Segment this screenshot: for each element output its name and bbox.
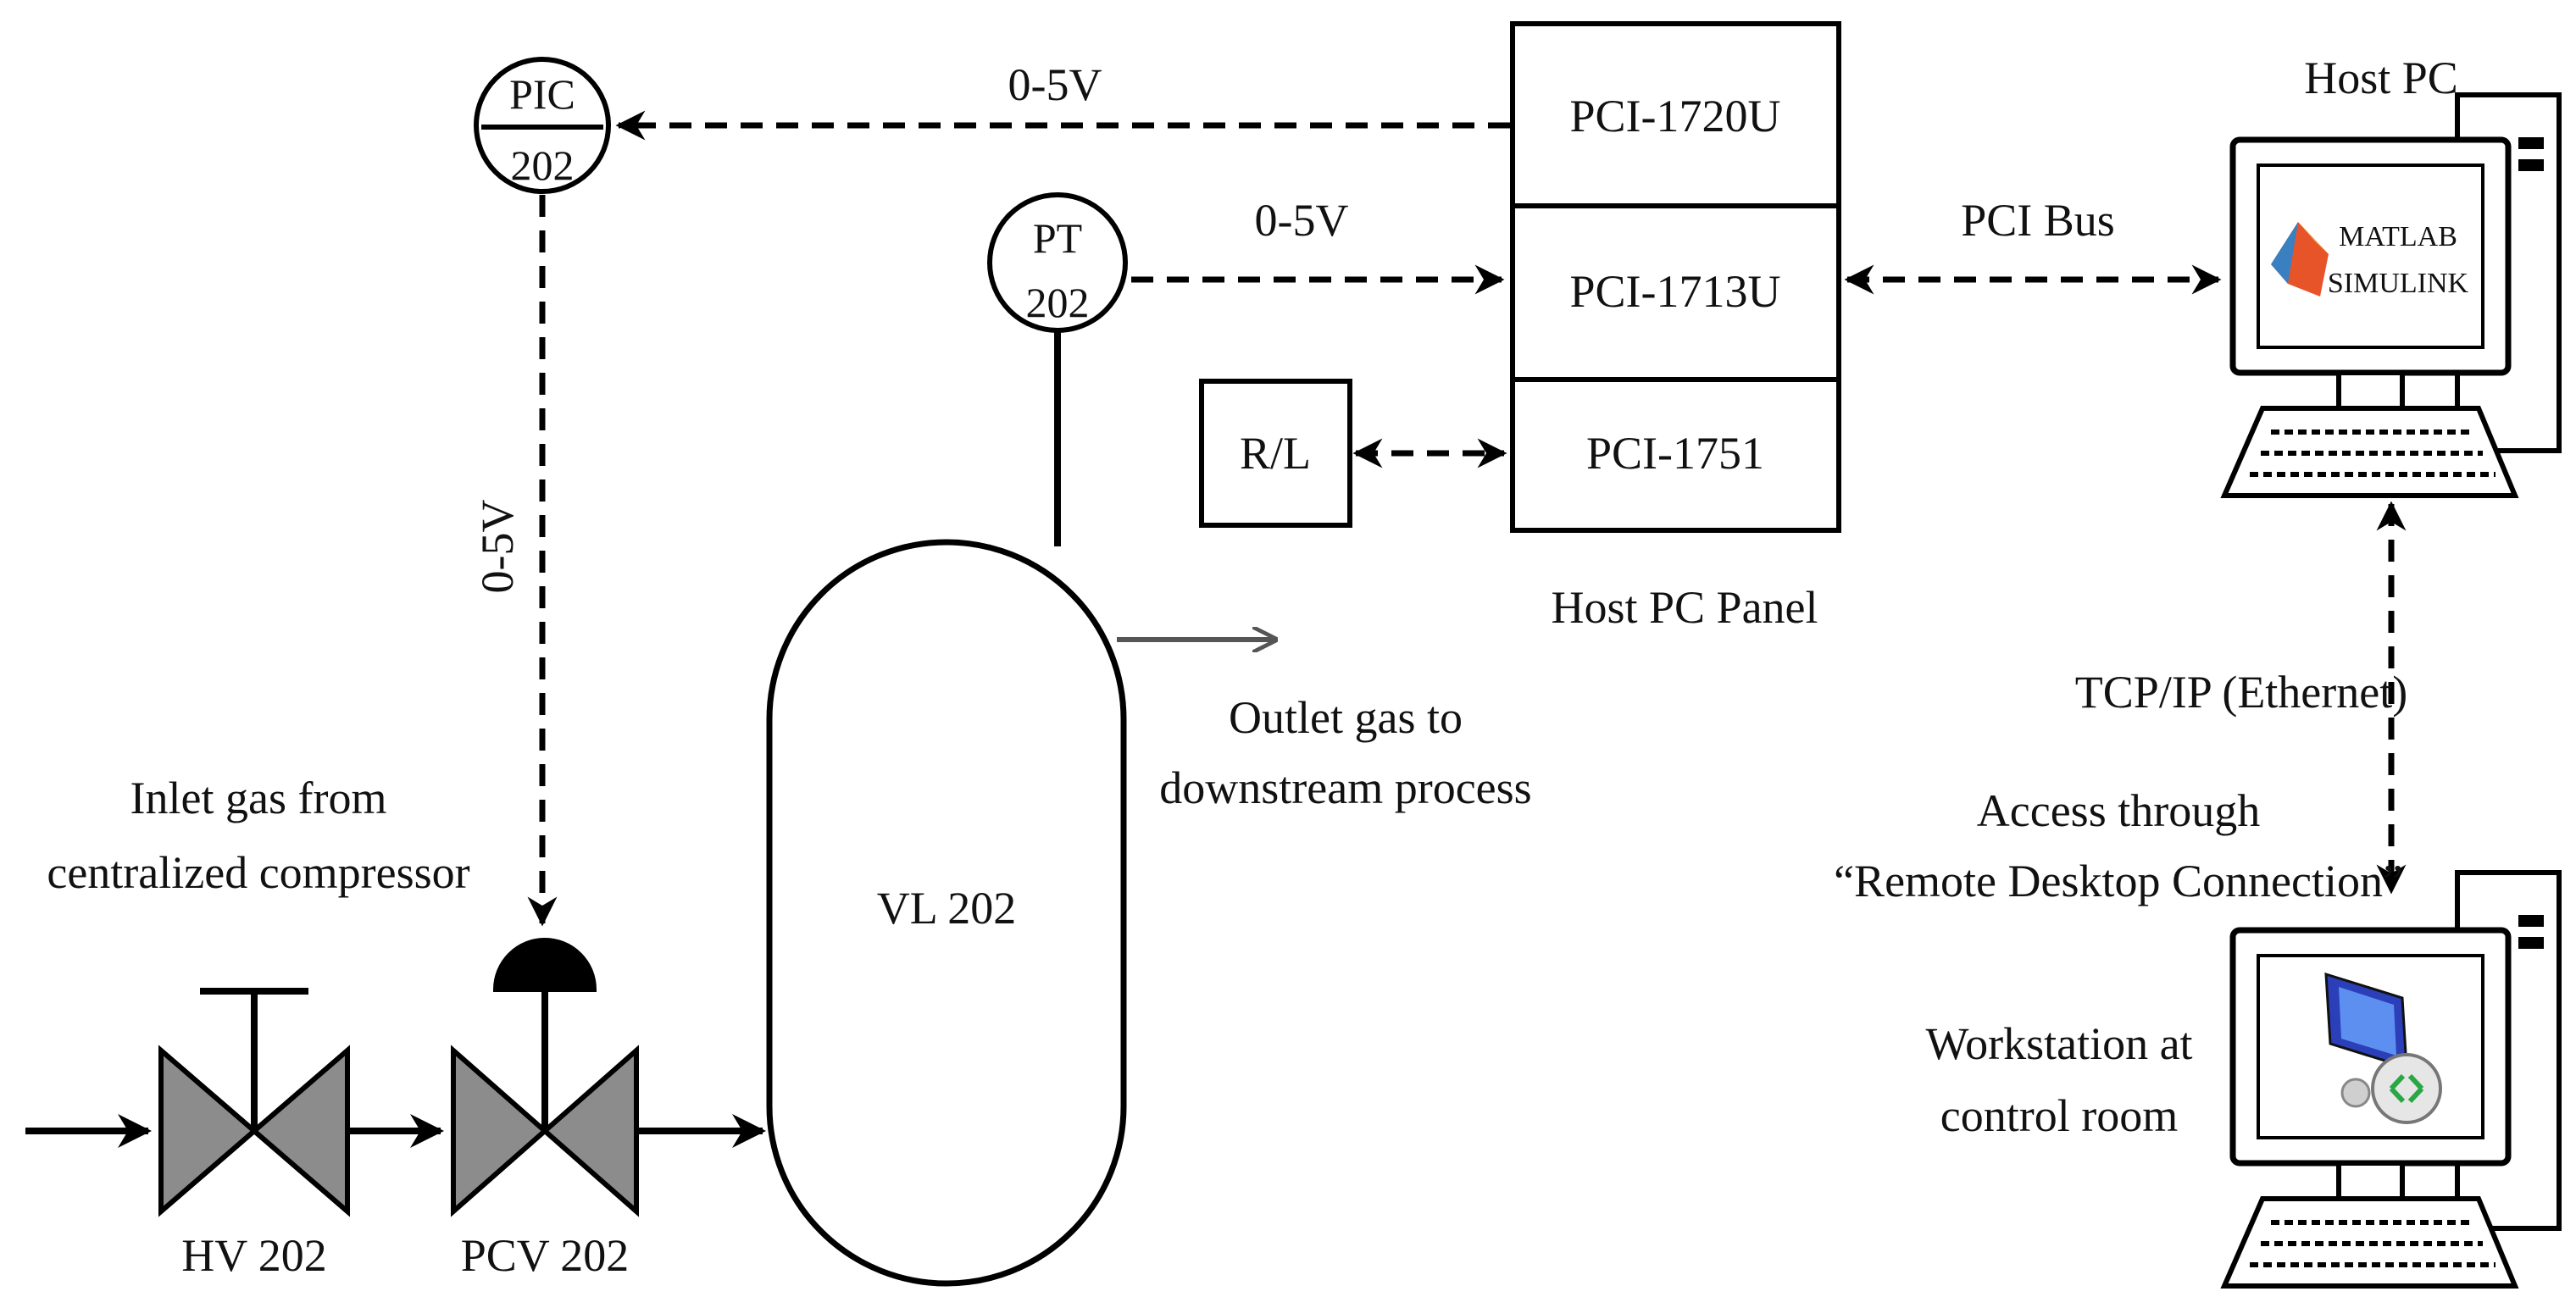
pic-number: 202: [511, 141, 575, 189]
pci-1751-card[interactable]: [1510, 377, 1841, 533]
pci-1751-label: PCI-1751: [1586, 428, 1764, 479]
pic-signal-voltage: 0-5V: [1008, 59, 1102, 110]
outlet-label-line1: Outlet gas to: [1229, 692, 1463, 743]
pci-1720u-card[interactable]: [1510, 21, 1841, 208]
hv-202-label: HV 202: [181, 1230, 327, 1281]
pt-tag: PT: [1033, 214, 1082, 262]
relay-box[interactable]: [1199, 379, 1352, 528]
pci-1713u-card[interactable]: [1510, 203, 1841, 382]
remote-access-line2: “Remote Desktop Connection”: [1834, 856, 2403, 906]
pt-number: 202: [1026, 279, 1090, 326]
inlet-label-line2: centralized compressor: [47, 847, 469, 898]
vessel-label: VL 202: [877, 883, 1016, 934]
outlet-label-line2: downstream process: [1159, 762, 1531, 813]
workstation-label-line1: Workstation at: [1925, 1018, 2192, 1069]
relay-label: R/L: [1240, 428, 1311, 479]
pci-1713u-label: PCI-1713U: [1569, 266, 1780, 317]
simulink-label: SIMULINK: [2328, 268, 2469, 299]
host-pc-label: Host PC: [2304, 53, 2458, 103]
pci-bus-label: PCI Bus: [1961, 195, 2115, 246]
pt-signal-voltage: 0-5V: [1255, 195, 1349, 246]
pic-202-controller[interactable]: [474, 57, 611, 194]
pcv-202-valve[interactable]: [451, 938, 639, 1217]
remote-access-line1: Access through: [1977, 785, 2260, 836]
tcp-ip-label: TCP/IP (Ethernet): [2075, 667, 2407, 718]
matlab-label: MATLAB: [2339, 221, 2457, 252]
matlab-logo-icon: [2271, 222, 2329, 297]
pt-202-instrument[interactable]: [987, 192, 1128, 333]
inlet-label-line1: Inlet gas from: [130, 773, 387, 823]
workstation-label-line2: control room: [1940, 1090, 2178, 1141]
vessel-vl-202[interactable]: [766, 539, 1127, 1287]
pic-to-pcv-voltage: 0-5V: [472, 500, 523, 594]
pcv-202-label: PCV 202: [461, 1230, 630, 1281]
remote-desktop-icon: [2324, 972, 2442, 1124]
pci-1720u-label: PCI-1720U: [1569, 91, 1780, 141]
pic-tag: PIC: [509, 70, 575, 118]
host-pc-panel-caption: Host PC Panel: [1551, 582, 1818, 633]
host-pc-panel: [1510, 21, 1841, 533]
actuator-icon: [492, 938, 597, 992]
hv-202-valve[interactable]: [158, 988, 350, 1217]
